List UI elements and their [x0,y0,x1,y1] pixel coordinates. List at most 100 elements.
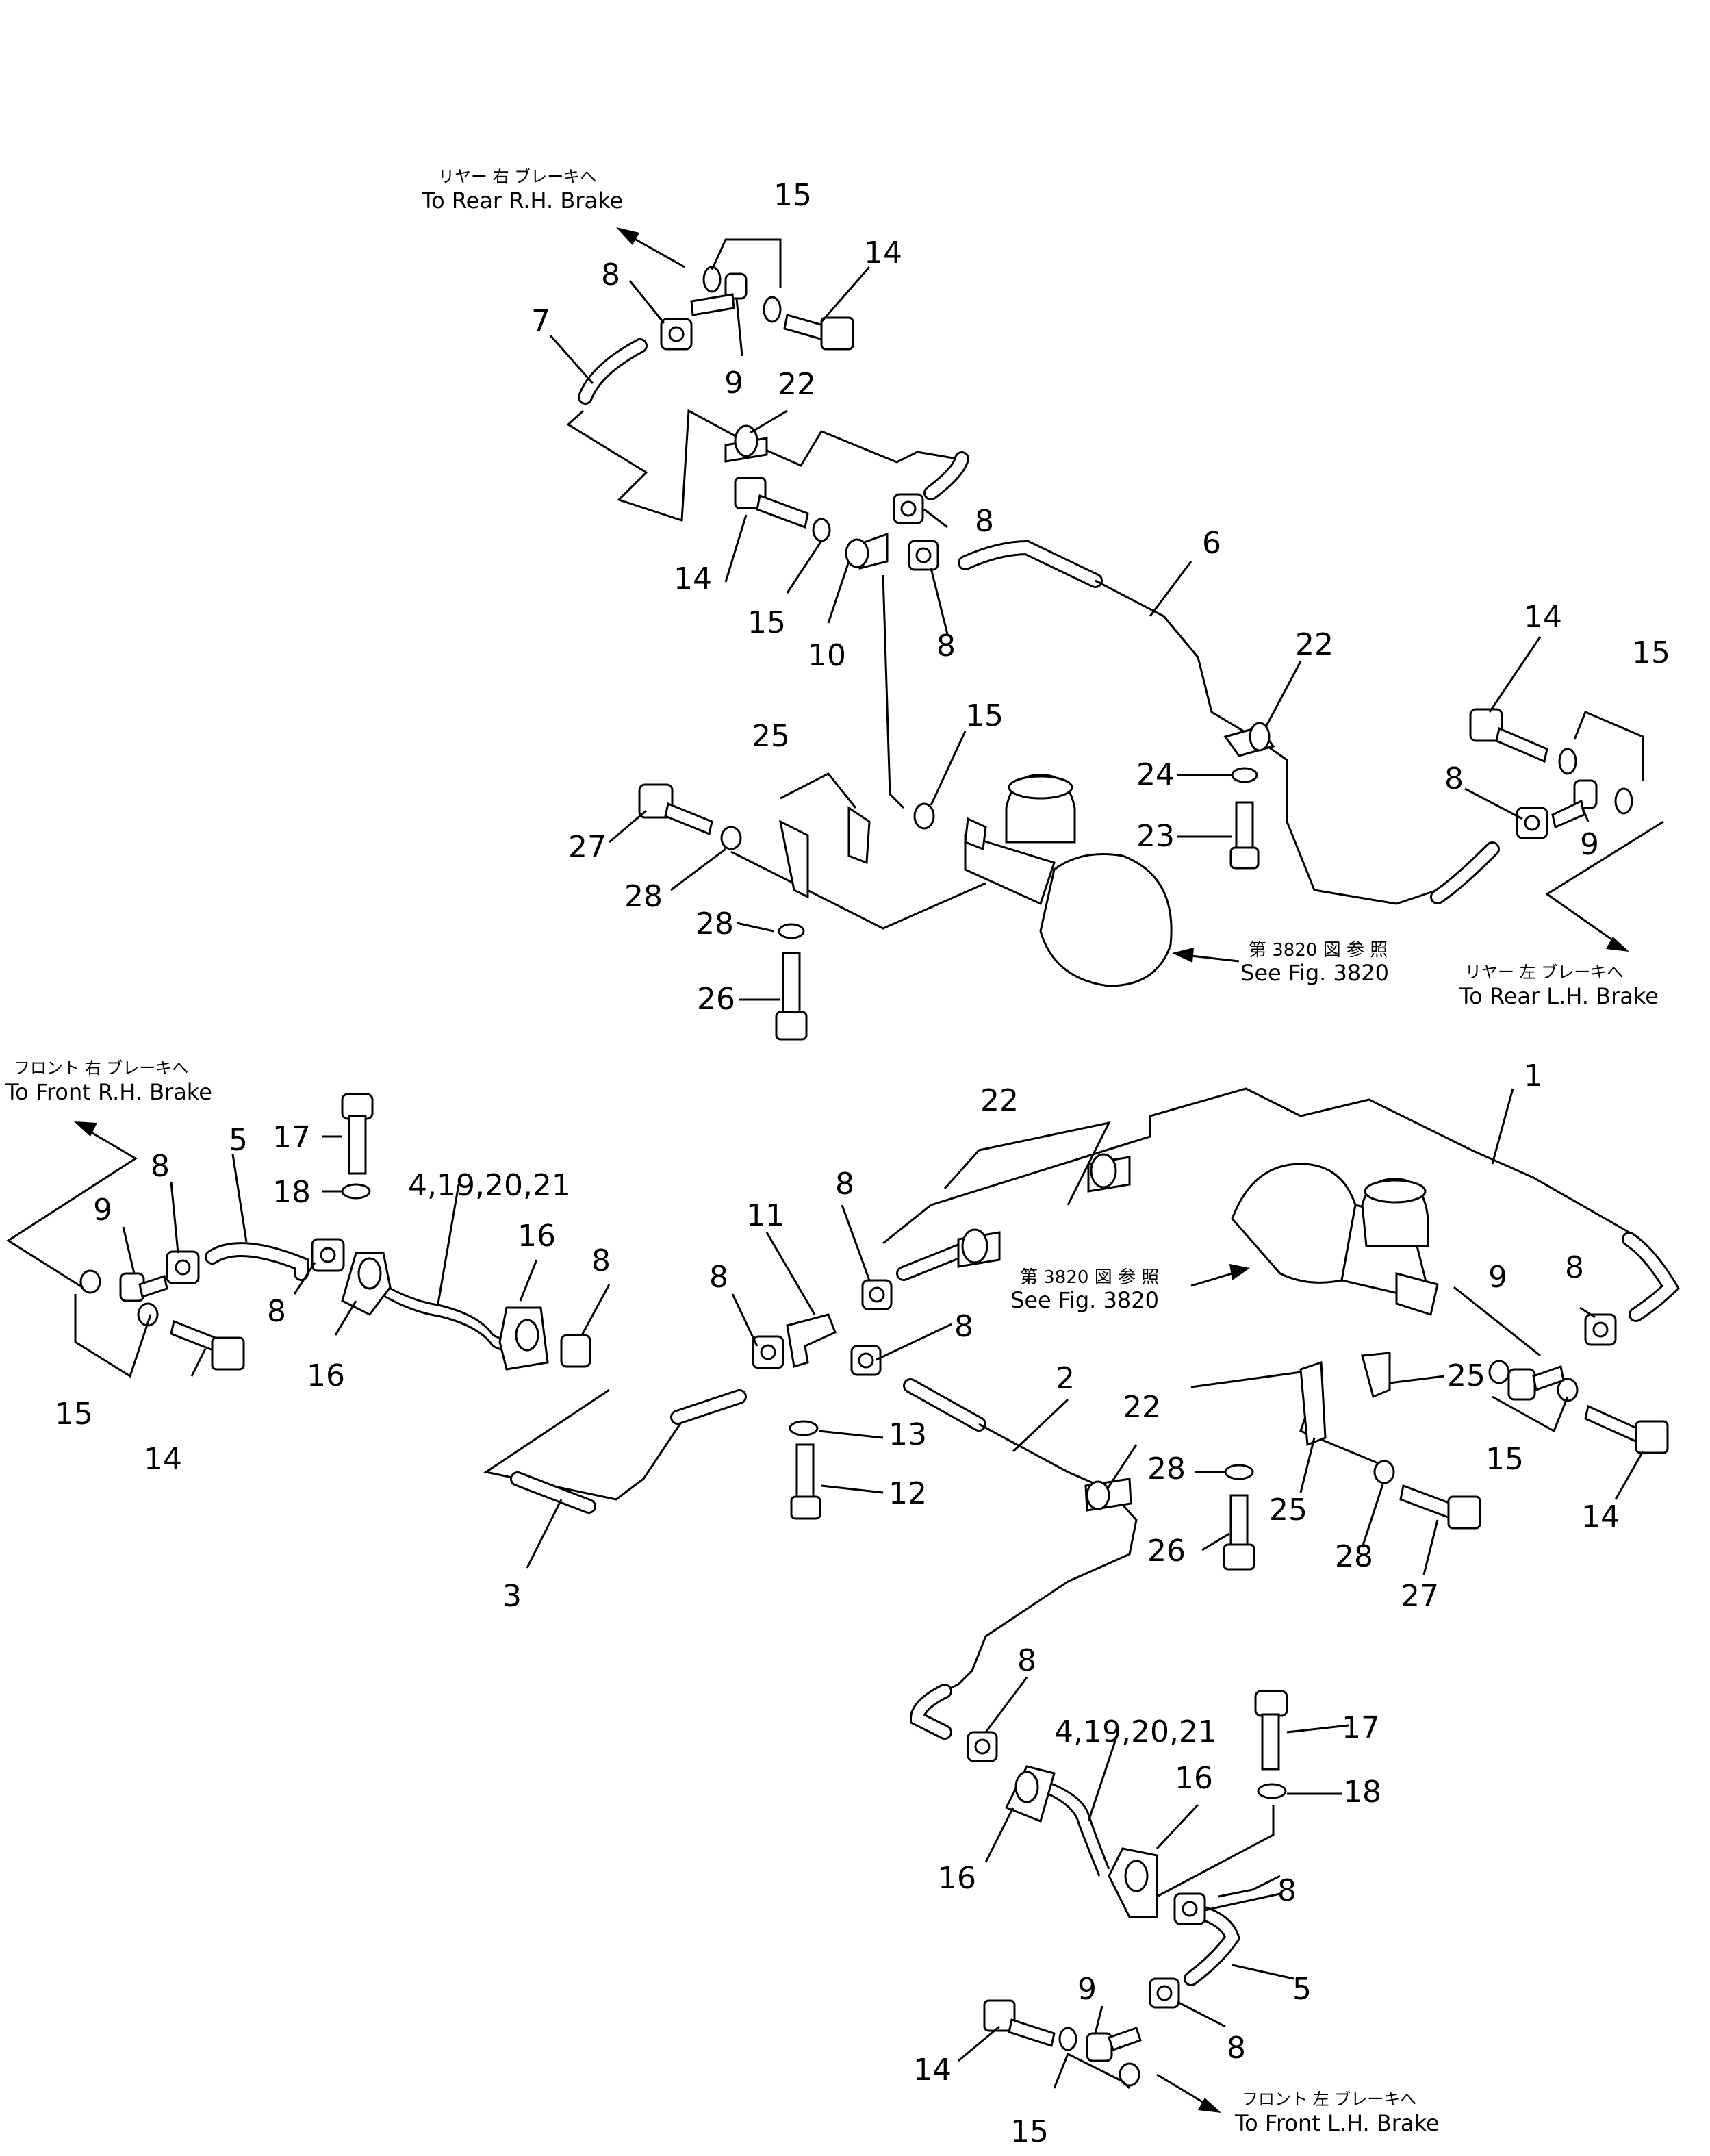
washer-15 [1614,787,1633,815]
label-24: 24 [1136,757,1175,792]
label-14: 14 [1581,1499,1620,1534]
label-6: 6 [1202,526,1221,561]
bolt-23 [1235,801,1254,852]
brake-booster [1231,1163,1357,1284]
label-14: 14 [913,2053,952,2088]
label-9: 9 [1077,1972,1097,2007]
ref-upper-jp: 第 3820 図 参 照 [1249,940,1388,961]
label-17: 17 [272,1120,311,1155]
label-8: 8 [267,1294,286,1329]
nut-8 [560,1334,591,1368]
bracket-25 [778,820,809,899]
label-23: 23 [1136,819,1175,854]
label-22: 22 [1295,627,1333,662]
label-28: 28 [1335,1539,1373,1574]
ref-lower-jp: 第 3820 図 参 照 [1020,1267,1159,1288]
label-9: 9 [1580,827,1599,862]
bolt-14-head [983,1999,1016,2032]
label-8: 8 [835,1167,854,1202]
label-22: 22 [980,1083,1019,1118]
master-cylinder-body [964,833,1056,906]
label-26: 26 [697,982,735,1017]
label-28: 28 [696,906,734,941]
label-8: 8 [1227,2031,1246,2066]
label-16: 16 [307,1358,345,1393]
label-15: 15 [55,1397,93,1432]
eye-joint-9 [1507,1368,1536,1401]
label-22: 22 [1123,1390,1161,1425]
bolt-14 [1584,1404,1644,1445]
bolt-26 [782,952,801,1016]
label-3: 3 [502,1579,522,1614]
washer-15 [913,802,935,830]
bracket-25 [1299,1360,1327,1447]
label-8: 8 [709,1260,728,1295]
washer-15 [1119,2062,1140,2087]
label-8: 8 [1277,1873,1297,1908]
label-14: 14 [1524,600,1562,635]
label-8: 8 [591,1243,611,1278]
label-2: 2 [1056,1361,1075,1396]
dest-rear-lh: リヤー 左 ブレーキへ To Rear L.H. Brake [1459,820,1664,1009]
label-15: 15 [965,698,1004,733]
lower-fittings [79,1093,1669,2087]
bolt-27-head [638,783,674,819]
dest-front-lh-en: To Front L.H. Brake [1234,2110,1440,2136]
eye-joint-9 [724,272,748,300]
label-15: 15 [774,178,812,213]
label-8: 8 [936,629,956,663]
label-27: 27 [1401,1579,1439,1614]
washer-28 [1373,1460,1395,1484]
hose-4-lower [1041,1779,1110,1870]
label-8: 8 [151,1149,170,1184]
label-8: 8 [1444,761,1464,796]
washer-13 [789,1420,819,1436]
bolt-17 [348,1115,367,1175]
label-7: 7 [531,304,550,339]
arrow-icon [1172,948,1194,963]
bolt-14-head [211,1336,245,1371]
bolt-26 [1229,1494,1249,1549]
label-15: 15 [1632,635,1670,670]
washer-18 [1257,1783,1287,1799]
washer-15 [1558,748,1577,775]
bolt-14-head [734,477,767,509]
washer-28 [720,826,742,850]
label-8: 8 [975,504,994,539]
label-15: 15 [748,605,786,640]
label-5: 5 [1292,1972,1312,2007]
dest-rear-rh: リヤー 右 ブレーキへ To Rear R.H. Brake [421,167,685,268]
label-16: 16 [1175,1761,1213,1796]
upper-piping [566,338,1500,930]
brake-booster [1039,853,1173,987]
washer-15 [763,296,782,323]
dest-front-rh-en: To Front R.H. Brake [5,1079,212,1105]
label-28: 28 [1147,1451,1186,1486]
bolt-27 [664,802,713,836]
bolt-23-head [1229,846,1260,870]
tee-11 [786,1313,837,1368]
dest-front-lh: フロント 左 ブレーキへ To Front L.H. Brake [1156,2073,1440,2136]
label-28: 28 [624,879,663,914]
label-25: 25 [752,719,790,754]
label-27: 27 [568,830,607,865]
bolt-26-head [775,1011,808,1041]
arrow-icon [1198,2098,1221,2113]
dest-front-rh: フロント 右 ブレーキへ To Front R.H. Brake [5,1058,212,1289]
bolt-14 [1495,726,1548,763]
dest-rear-rh-jp: リヤー 右 ブレーキへ [438,167,596,186]
eye-joint-9-stem [1551,799,1585,829]
arrow-icon [1606,937,1629,952]
label-15: 15 [1010,2114,1049,2149]
label-26: 26 [1147,1534,1186,1569]
washer-28 [778,923,805,939]
label-10: 10 [808,638,846,673]
label-14: 14 [674,561,712,596]
label-9: 9 [724,366,743,401]
washer-15 [702,266,722,293]
dest-rear-rh-en: To Rear R.H. Brake [421,188,623,214]
ref-upper: 第 3820 図 参 照 See Fig. 3820 [1172,940,1389,986]
arrow-icon [74,1121,97,1137]
bolt-26-head [1223,1543,1255,1571]
